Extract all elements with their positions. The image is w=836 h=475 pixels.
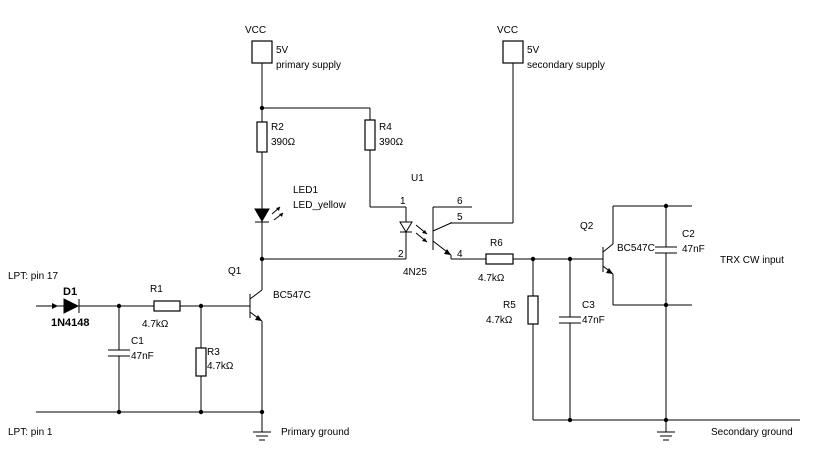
led1-value: LED_yellow [293,200,347,211]
resistor-r2 [256,121,268,153]
r3-name: R3 [207,347,220,358]
r3-value: 4.7kΩ [207,361,234,372]
q1-name: Q1 [228,266,242,277]
d1-part: 1N4148 [51,317,90,329]
led1-name: LED1 [293,185,318,196]
secondary-ground-label: Secondary ground [711,427,793,438]
resistor-r6 [485,253,514,265]
lpt-pin1-label: LPT: pin 1 [8,427,53,438]
u1-name: U1 [411,173,424,184]
u1-pin5: 5 [457,212,463,223]
q2-name: Q2 [580,221,594,232]
u1-pin2: 2 [398,249,404,260]
vcc-secondary-desc: secondary supply [527,60,605,71]
junction-dot [567,417,573,423]
junction-dot [663,417,669,423]
r6-name: R6 [490,238,503,249]
resistor-r4 [364,119,376,151]
vcc-primary-value: 5V [276,45,289,56]
r6-value: 4.7kΩ [478,273,505,284]
arrowhead [444,249,451,255]
primary-ground-label: Primary ground [281,427,349,438]
arrowhead [606,268,613,274]
vcc-primary-label: VCC [245,25,266,36]
vcc-secondary-label: VCC [497,25,518,36]
primary-ground-icon [253,431,271,441]
r4-value: 390Ω [379,137,404,148]
arrowhead [422,230,427,234]
c2-value: 47nF [682,244,705,255]
arrowhead [422,238,427,242]
vcc-primary-supply-symbol [251,40,273,64]
r2-name: R2 [271,122,284,133]
u1-pin4: 4 [457,249,463,260]
r2-value: 390Ω [271,137,296,148]
junction-dot [259,409,265,415]
r5-name: R5 [503,300,516,311]
r4-name: R4 [379,122,392,133]
arrowhead [276,207,280,211]
u1-collector [432,222,452,232]
q1-collector [249,289,263,300]
trx-cw-input-label: TRX CW input [720,255,784,266]
u1-part: 4N25 [403,267,427,278]
resistor-r1 [153,300,181,312]
resistor-r3 [195,347,207,377]
c3-value: 47nF [582,315,605,326]
c1-value: 47nF [131,351,154,362]
r1-value: 4.7kΩ [142,319,169,330]
arrowhead [52,303,58,309]
r5-value: 4.7kΩ [486,315,513,326]
d1-diode-icon [63,298,80,314]
d1-name: D1 [63,286,77,298]
junction-dot [198,409,204,415]
c3-name: C3 [582,300,595,311]
c1-name: C1 [131,336,144,347]
vcc-secondary-value: 5V [527,45,540,56]
led1-diode-icon [254,208,270,222]
u1-led-icon [399,221,413,233]
arrowhead [255,315,262,321]
q2-collector [602,243,614,253]
secondary-ground-icon [657,431,675,441]
u1-pin1: 1 [400,196,406,207]
junction-dot [116,409,122,415]
u1-pin6: 6 [457,196,463,207]
q1-part: BC547C [273,290,311,301]
vcc-secondary-supply-symbol [502,40,524,64]
lpt-pin17-label: LPT: pin 17 [8,271,58,282]
c2-name: C2 [682,229,695,240]
resistor-r5 [527,295,539,325]
arrowhead [279,213,283,217]
r1-name: R1 [150,284,163,295]
vcc-primary-desc: primary supply [276,60,341,71]
q2-part: BC547C [617,243,655,254]
